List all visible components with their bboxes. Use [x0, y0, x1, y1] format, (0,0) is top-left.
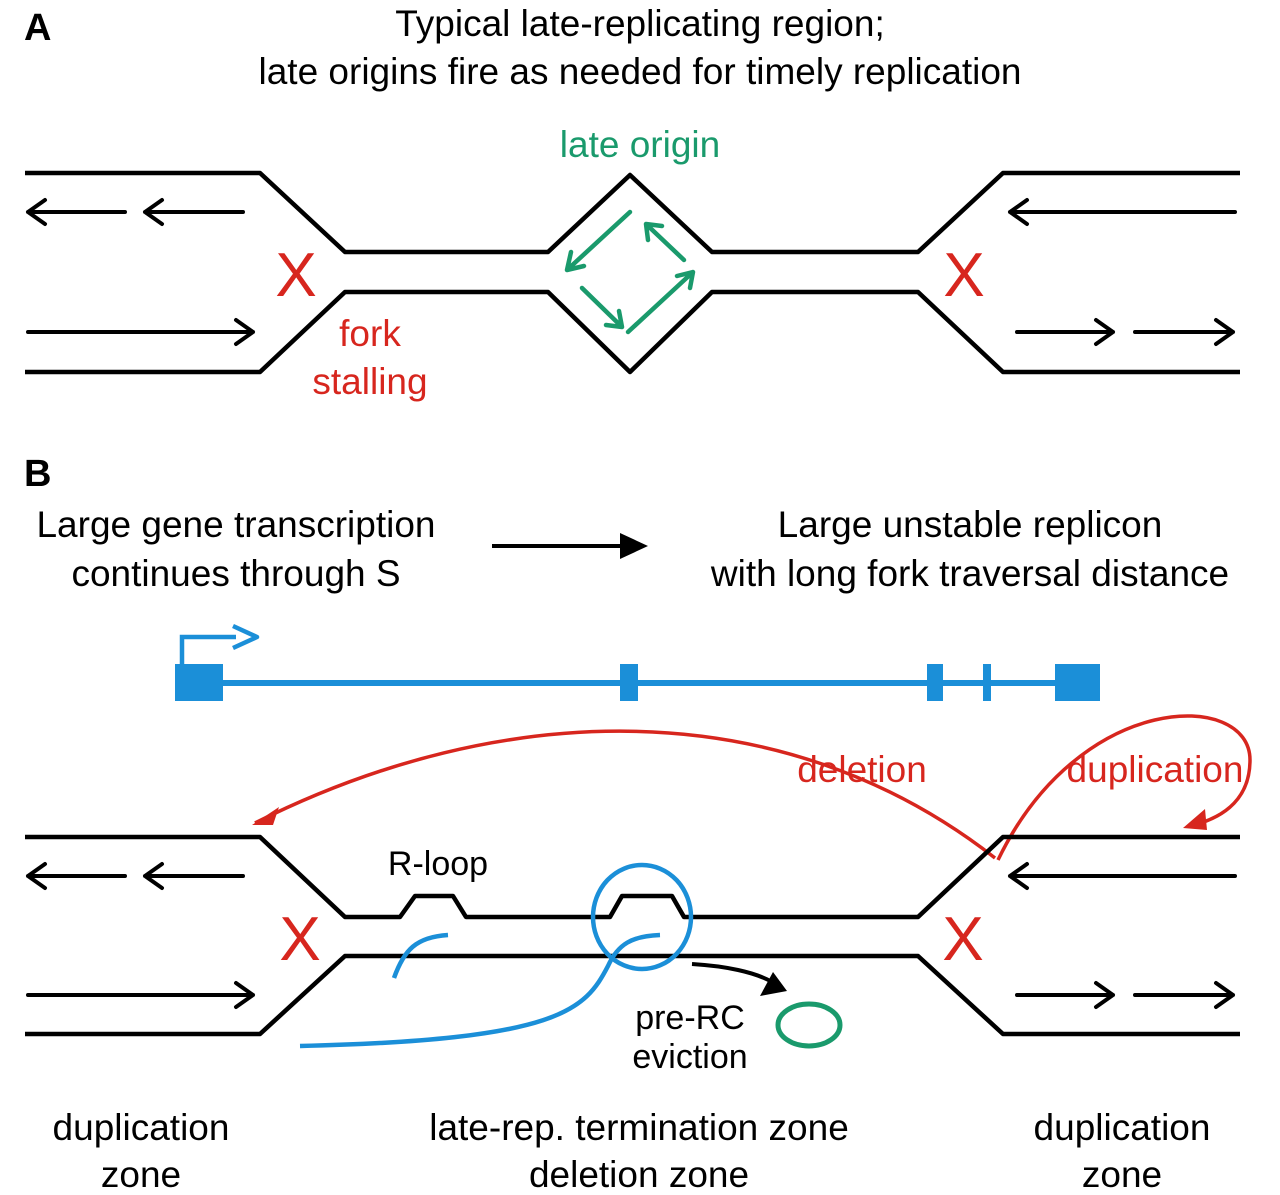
late-origin-arrows	[564, 209, 696, 335]
stall-mark-right-a: X	[943, 241, 984, 310]
exon-4	[983, 664, 991, 701]
panel-a-dna-strands	[25, 170, 1240, 375]
right-heading-line1: Large unstable replicon	[778, 504, 1163, 545]
panel-a: A Typical late-replicating region; late …	[24, 3, 1240, 402]
deletion-label: deletion	[797, 749, 927, 790]
fork-stalling-line2: stalling	[312, 361, 427, 402]
prerc-label-line1: pre-RC	[635, 999, 745, 1037]
rloop-label: R-loop	[388, 845, 488, 883]
panel-b-dna-strands	[25, 834, 1240, 1037]
zone-right-line1: duplication	[1034, 1107, 1211, 1148]
rearrangement-arcs	[252, 714, 1252, 861]
fork-stalling-line1: fork	[339, 313, 401, 354]
right-heading-line2: with long fork traversal distance	[710, 553, 1229, 594]
zone-left-line1: duplication	[53, 1107, 230, 1148]
prerc-label-line2: eviction	[632, 1038, 747, 1076]
left-heading-line1: Large gene transcription	[36, 504, 435, 545]
stall-mark-left-b: X	[279, 905, 320, 974]
zone-middle-line1: late-rep. termination zone	[429, 1107, 849, 1148]
exon-3	[927, 664, 943, 701]
exon-2	[620, 664, 638, 701]
stall-mark-right-b: X	[942, 905, 983, 974]
panel-a-letter: A	[24, 7, 51, 49]
transition-arrow	[492, 533, 648, 559]
exon-5	[1055, 664, 1100, 701]
late-origin-label: late origin	[560, 124, 720, 165]
panel-a-title-line2: late origins fire as needed for timely r…	[259, 51, 1022, 92]
zone-right-line2: zone	[1082, 1154, 1162, 1195]
panel-a-title-line1: Typical late-replicating region;	[395, 3, 884, 44]
prerc-eviction	[691, 962, 843, 1049]
panel-b-fork-arrows	[26, 862, 1237, 1009]
zone-middle-line2: deletion zone	[529, 1154, 749, 1195]
panel-b: B Large gene transcription continues thr…	[24, 453, 1252, 1195]
rna-transcripts	[299, 862, 694, 1049]
duplication-label: duplication	[1067, 749, 1244, 790]
panel-b-letter: B	[24, 453, 51, 495]
highlight-circle	[590, 862, 694, 972]
gene-model	[175, 623, 1100, 701]
exon-1	[175, 664, 223, 701]
panel-a-fork-arrows	[26, 198, 1237, 346]
left-heading-line2: continues through S	[71, 553, 400, 594]
zone-left-line2: zone	[101, 1154, 181, 1195]
prerc-complex	[775, 1001, 843, 1049]
stall-mark-left-a: X	[275, 241, 316, 310]
transcription-start-arrow-icon	[179, 634, 236, 666]
